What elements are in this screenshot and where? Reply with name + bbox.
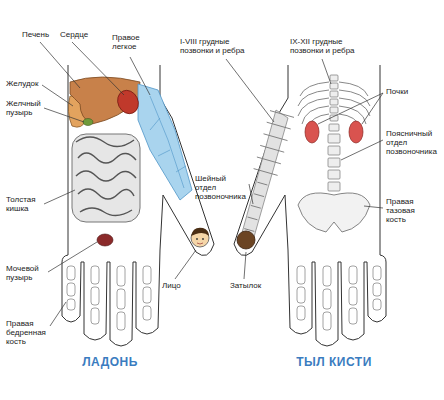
palm-hand <box>62 65 214 346</box>
leader-lines <box>40 42 383 326</box>
hand-caption: ЛАДОНЬ <box>82 356 138 369</box>
organ-label: Затылок <box>230 282 270 291</box>
back-organs <box>237 75 370 249</box>
spine-label: Поясничный отдел позвоночника <box>386 130 440 156</box>
organ-label: Лицо <box>162 282 192 291</box>
back-hand <box>234 65 386 346</box>
organ-label: Желудок <box>6 80 46 89</box>
organ-label: Почки <box>386 88 426 97</box>
spine-label: I-VIII грудные позвонки и ребра <box>180 38 256 56</box>
organ-label: Мочевой пузырь <box>6 265 48 283</box>
spine-label: Шейный отдел позвоночника <box>195 175 249 201</box>
palm-organs <box>68 77 209 247</box>
bone-label: Правая тазовая кость <box>386 198 436 224</box>
organ-label: Толстая кишка <box>6 196 46 214</box>
organ-label: Печень <box>22 31 62 40</box>
organ-label: Правое легкое <box>112 34 146 52</box>
spine-label: IX-XII грудные позвонки и ребра <box>290 38 366 56</box>
organ-label: Правая бедренная кость <box>6 320 50 346</box>
organ-label: Желчный пузырь <box>6 100 46 118</box>
organ-label: Сердце <box>60 31 100 40</box>
hand-caption: ТЫЛ КИСТИ <box>296 356 372 369</box>
